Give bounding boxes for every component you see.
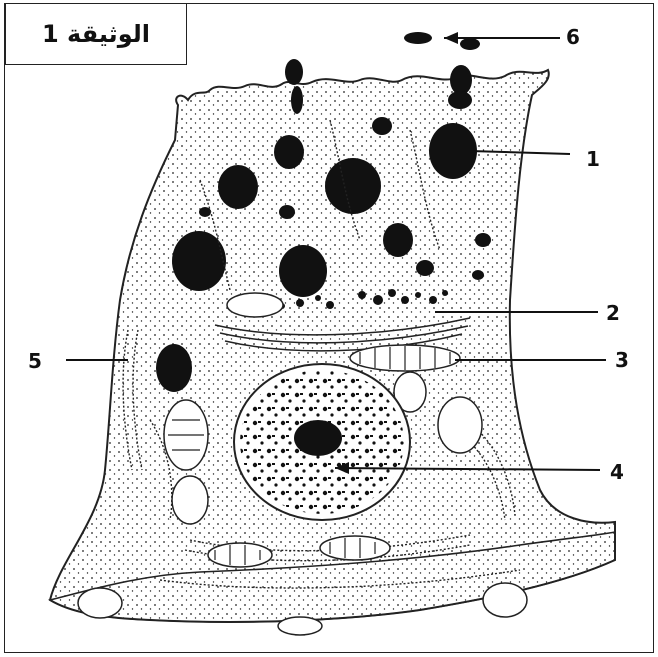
label-5: 5 — [28, 349, 42, 373]
label-2: 2 — [606, 301, 620, 325]
label-1: 1 — [586, 147, 600, 171]
label-3: 3 — [615, 348, 629, 372]
label-4: 4 — [610, 460, 624, 484]
nucleus — [234, 364, 410, 520]
label-6: 6 — [566, 25, 580, 49]
